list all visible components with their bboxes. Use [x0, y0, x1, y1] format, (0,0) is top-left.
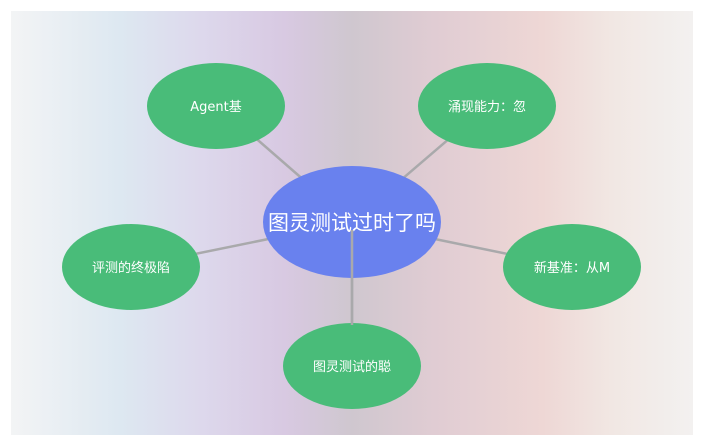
node-emergence-label: 涌现能力：忽	[448, 100, 526, 115]
node-ultimate-label: 评测的终极陷	[92, 260, 170, 276]
node-benchmark-label: 新基准：从M	[534, 260, 610, 276]
node-agent-label: Agent基	[190, 100, 241, 115]
node-center[interactable]: 图灵测试过时了吗	[263, 166, 441, 278]
node-turing-label: 图灵测试的聪	[313, 359, 391, 375]
node-turing[interactable]: 图灵测试的聪	[283, 323, 421, 409]
node-ultimate[interactable]: 评测的终极陷	[62, 224, 200, 310]
node-emergence[interactable]: 涌现能力：忽	[418, 63, 556, 149]
node-agent[interactable]: Agent基	[147, 63, 285, 149]
node-benchmark[interactable]: 新基准：从M	[503, 224, 641, 310]
